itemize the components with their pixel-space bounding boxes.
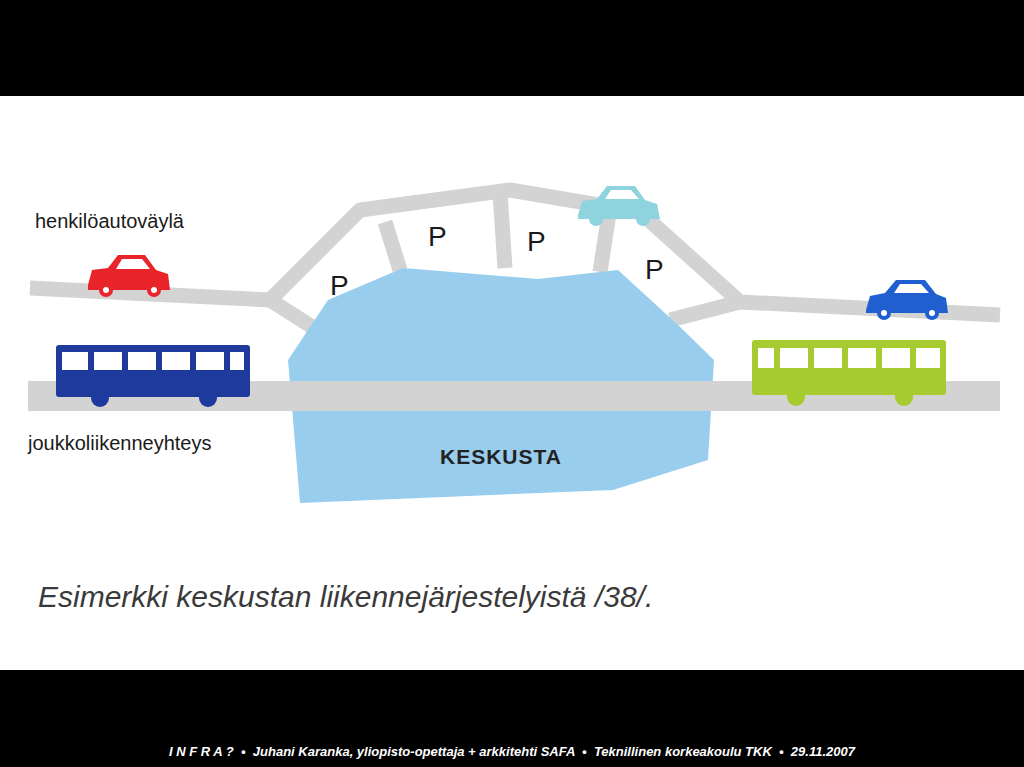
- parking-symbol: P: [527, 226, 546, 258]
- red-car: [88, 255, 170, 297]
- area-title: KESKUSTA: [288, 445, 714, 469]
- parking-symbol: P: [428, 221, 447, 253]
- area-outline: [288, 265, 714, 505]
- transit-label: joukkoliikenneyhteys: [28, 432, 211, 455]
- blue-bus: [56, 345, 250, 407]
- light-blue-car: [578, 186, 660, 226]
- figure-caption: Esimerkki keskustan liikennejärjestelyis…: [38, 580, 653, 614]
- road-label: henkilöautoväylä: [35, 210, 184, 233]
- parking-symbol: P: [330, 270, 349, 302]
- city-centre-area: KESKUSTA: [288, 265, 714, 505]
- parking-symbol: P: [645, 254, 664, 286]
- footer-credit: I N F R A ? • Juhani Karanka, yliopisto-…: [169, 744, 855, 759]
- top-band: [0, 0, 1024, 96]
- green-bus: [752, 340, 946, 406]
- blue-car: [866, 280, 948, 320]
